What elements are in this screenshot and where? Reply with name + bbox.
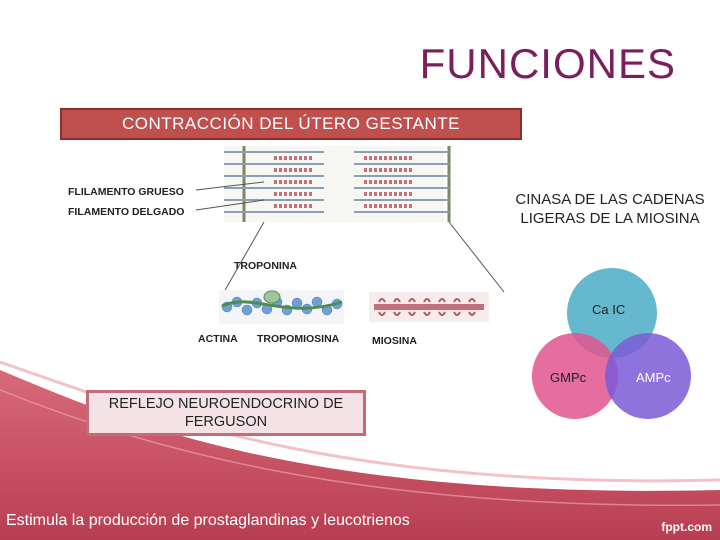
thick-filament-detail bbox=[369, 292, 489, 322]
venn-circle-right bbox=[605, 333, 691, 419]
label-troponina: TROPONINA bbox=[234, 260, 297, 272]
venn-label-left: GMPc bbox=[550, 370, 587, 385]
filament-diagram: FLILAMENTO GRUESO FILAMENTO DELGADO TROP… bbox=[64, 142, 512, 354]
watermark: fppt.com bbox=[661, 520, 712, 534]
venn-diagram: Ca IC GMPc AMPc bbox=[520, 268, 720, 428]
background-swoosh bbox=[0, 360, 720, 540]
cinasa-text: CINASA DE LAS CADENAS LIGERAS DE LA MIOS… bbox=[515, 191, 705, 227]
label-thin-filament: FILAMENTO DELGADO bbox=[68, 206, 185, 218]
venn-circle-left bbox=[532, 333, 618, 419]
label-thick-filament: FLILAMENTO GRUESO bbox=[68, 186, 184, 198]
sarcomere-illustration bbox=[195, 146, 505, 324]
title-banner: CONTRACCIÓN DEL ÚTERO GESTANTE bbox=[60, 108, 522, 140]
venn-label-top: Ca IC bbox=[592, 302, 626, 317]
label-miosina: MIOSINA bbox=[372, 335, 417, 347]
thin-filament-detail bbox=[219, 290, 344, 324]
sarcomere-block bbox=[224, 146, 451, 222]
venn-label-right: AMPc bbox=[636, 370, 671, 385]
label-tropomiosina: TROPOMIOSINA bbox=[257, 333, 340, 345]
label-actina: ACTINA bbox=[198, 333, 238, 345]
reflejo-box: REFLEJO NEUROENDOCRINO DE FERGUSON bbox=[86, 390, 366, 436]
bottom-caption: Estimula la producción de prostaglandina… bbox=[6, 512, 410, 529]
page-title: FUNCIONES bbox=[419, 40, 676, 87]
